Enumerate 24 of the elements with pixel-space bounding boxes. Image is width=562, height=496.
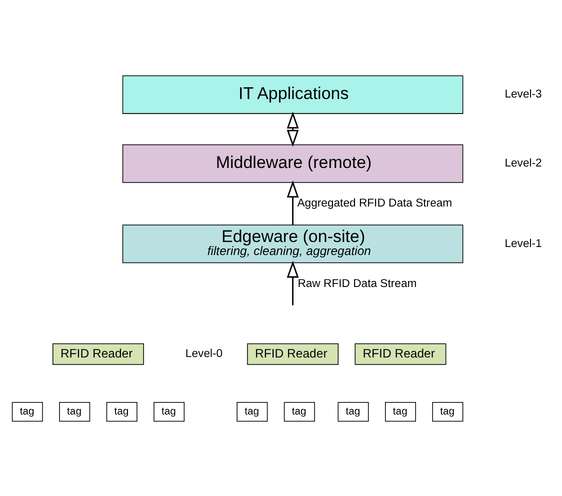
- arrow: [286, 260, 299, 305]
- node-box: tag: [59, 401, 90, 422]
- node-box: Middleware (remote): [122, 144, 464, 182]
- node-box: RFID Reader: [52, 342, 144, 364]
- node-box: tag: [284, 401, 315, 422]
- node-box: RFID Reader: [247, 342, 339, 364]
- edge-label: Aggregated RFID Data Stream: [297, 197, 452, 210]
- arrow: [286, 180, 299, 224]
- node-box: tag: [432, 401, 464, 422]
- label: Level-2: [504, 157, 542, 170]
- node-box: tag: [236, 401, 268, 422]
- node-box: tag: [12, 401, 43, 422]
- label: Level-1: [504, 237, 542, 250]
- label: Level-0: [185, 348, 223, 360]
- node-box: RFID Reader: [354, 342, 446, 364]
- node-box: tag: [154, 401, 185, 422]
- arrow: [286, 111, 299, 146]
- node-box: tag: [106, 401, 138, 422]
- node-box: tag: [338, 401, 369, 422]
- node-box: tag: [385, 401, 416, 422]
- label: Level-3: [504, 88, 542, 100]
- edge-label: Raw RFID Data Stream: [298, 277, 417, 290]
- node-box: Edgeware (on-site) filtering, cleaning, aggregation: [122, 224, 464, 263]
- node-box: IT Applications: [122, 74, 464, 114]
